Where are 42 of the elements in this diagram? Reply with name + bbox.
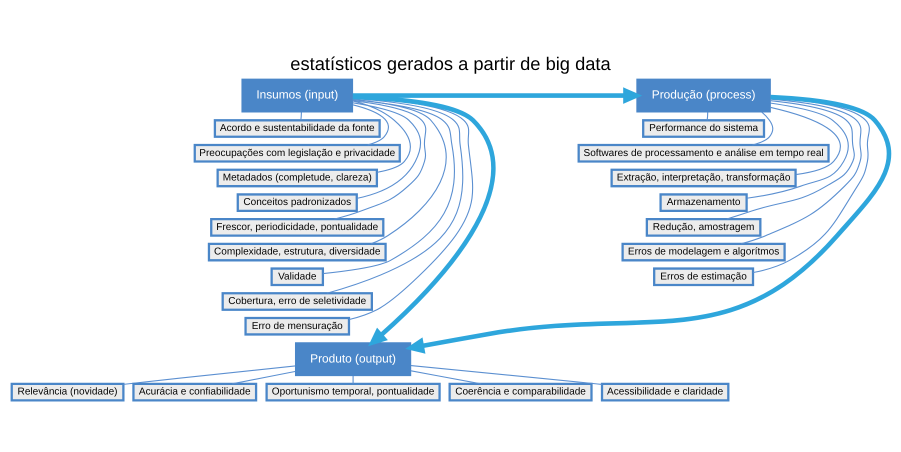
arrow xyxy=(352,87,642,104)
node-box: Validade xyxy=(270,267,324,286)
node-box: Acordo e sustentabilidade da fonte xyxy=(214,119,381,138)
node-box: Acessibilidade e claridade xyxy=(600,382,730,402)
connector xyxy=(352,102,422,199)
connector xyxy=(770,106,841,176)
node-box: Redução, amostragem xyxy=(646,218,762,237)
node-box: Armazenamento xyxy=(659,193,748,212)
connector xyxy=(326,98,464,294)
connector xyxy=(300,112,302,120)
node-box: Erros de estimação xyxy=(653,267,754,286)
node-box: Relevância (novidade) xyxy=(10,382,125,402)
node-box: Extração, interpretação, transformação xyxy=(610,168,797,188)
connector xyxy=(352,376,354,384)
node-box: Frescor, periodicidade, pontualidade xyxy=(210,218,384,237)
connector xyxy=(410,365,602,385)
connector xyxy=(323,99,455,274)
node-box: Preocupações com legislação e privacidade xyxy=(194,144,401,163)
node-box: Oportunismo temporal, pontualidade xyxy=(265,382,441,402)
node-box: Produto (output) xyxy=(294,342,412,376)
connector xyxy=(410,370,482,384)
node-box: Insumos (input) xyxy=(241,78,354,113)
arrow xyxy=(352,94,496,346)
node-box: Erros de modelagem e algorítmos xyxy=(621,242,786,262)
connector xyxy=(746,102,849,199)
node-box: Metadados (completude, clareza) xyxy=(216,168,378,188)
node-box: Cobertura, erro de seletividade xyxy=(222,292,373,311)
node-box: Softwares de processamento e análise em tempo real xyxy=(578,144,830,163)
connector xyxy=(232,370,296,384)
node-box: Erro de mensuração xyxy=(244,316,350,336)
node-box: Performance do sistema xyxy=(642,119,766,138)
connector xyxy=(349,97,474,320)
node-box: Coerência e comparabilidade xyxy=(448,382,593,402)
diagram-title: estatísticos gerados a partir de big data xyxy=(290,52,611,74)
node-box: Acurácia e confiabilidade xyxy=(132,382,258,402)
node-box: Complexidade, estrutura, diversidade xyxy=(208,242,387,262)
connector xyxy=(706,112,708,120)
node-box: Produção (process) xyxy=(636,78,771,113)
connector xyxy=(123,365,296,385)
node-box: Conceitos padronizados xyxy=(236,193,358,212)
arrow xyxy=(405,94,892,354)
connector xyxy=(352,100,411,173)
